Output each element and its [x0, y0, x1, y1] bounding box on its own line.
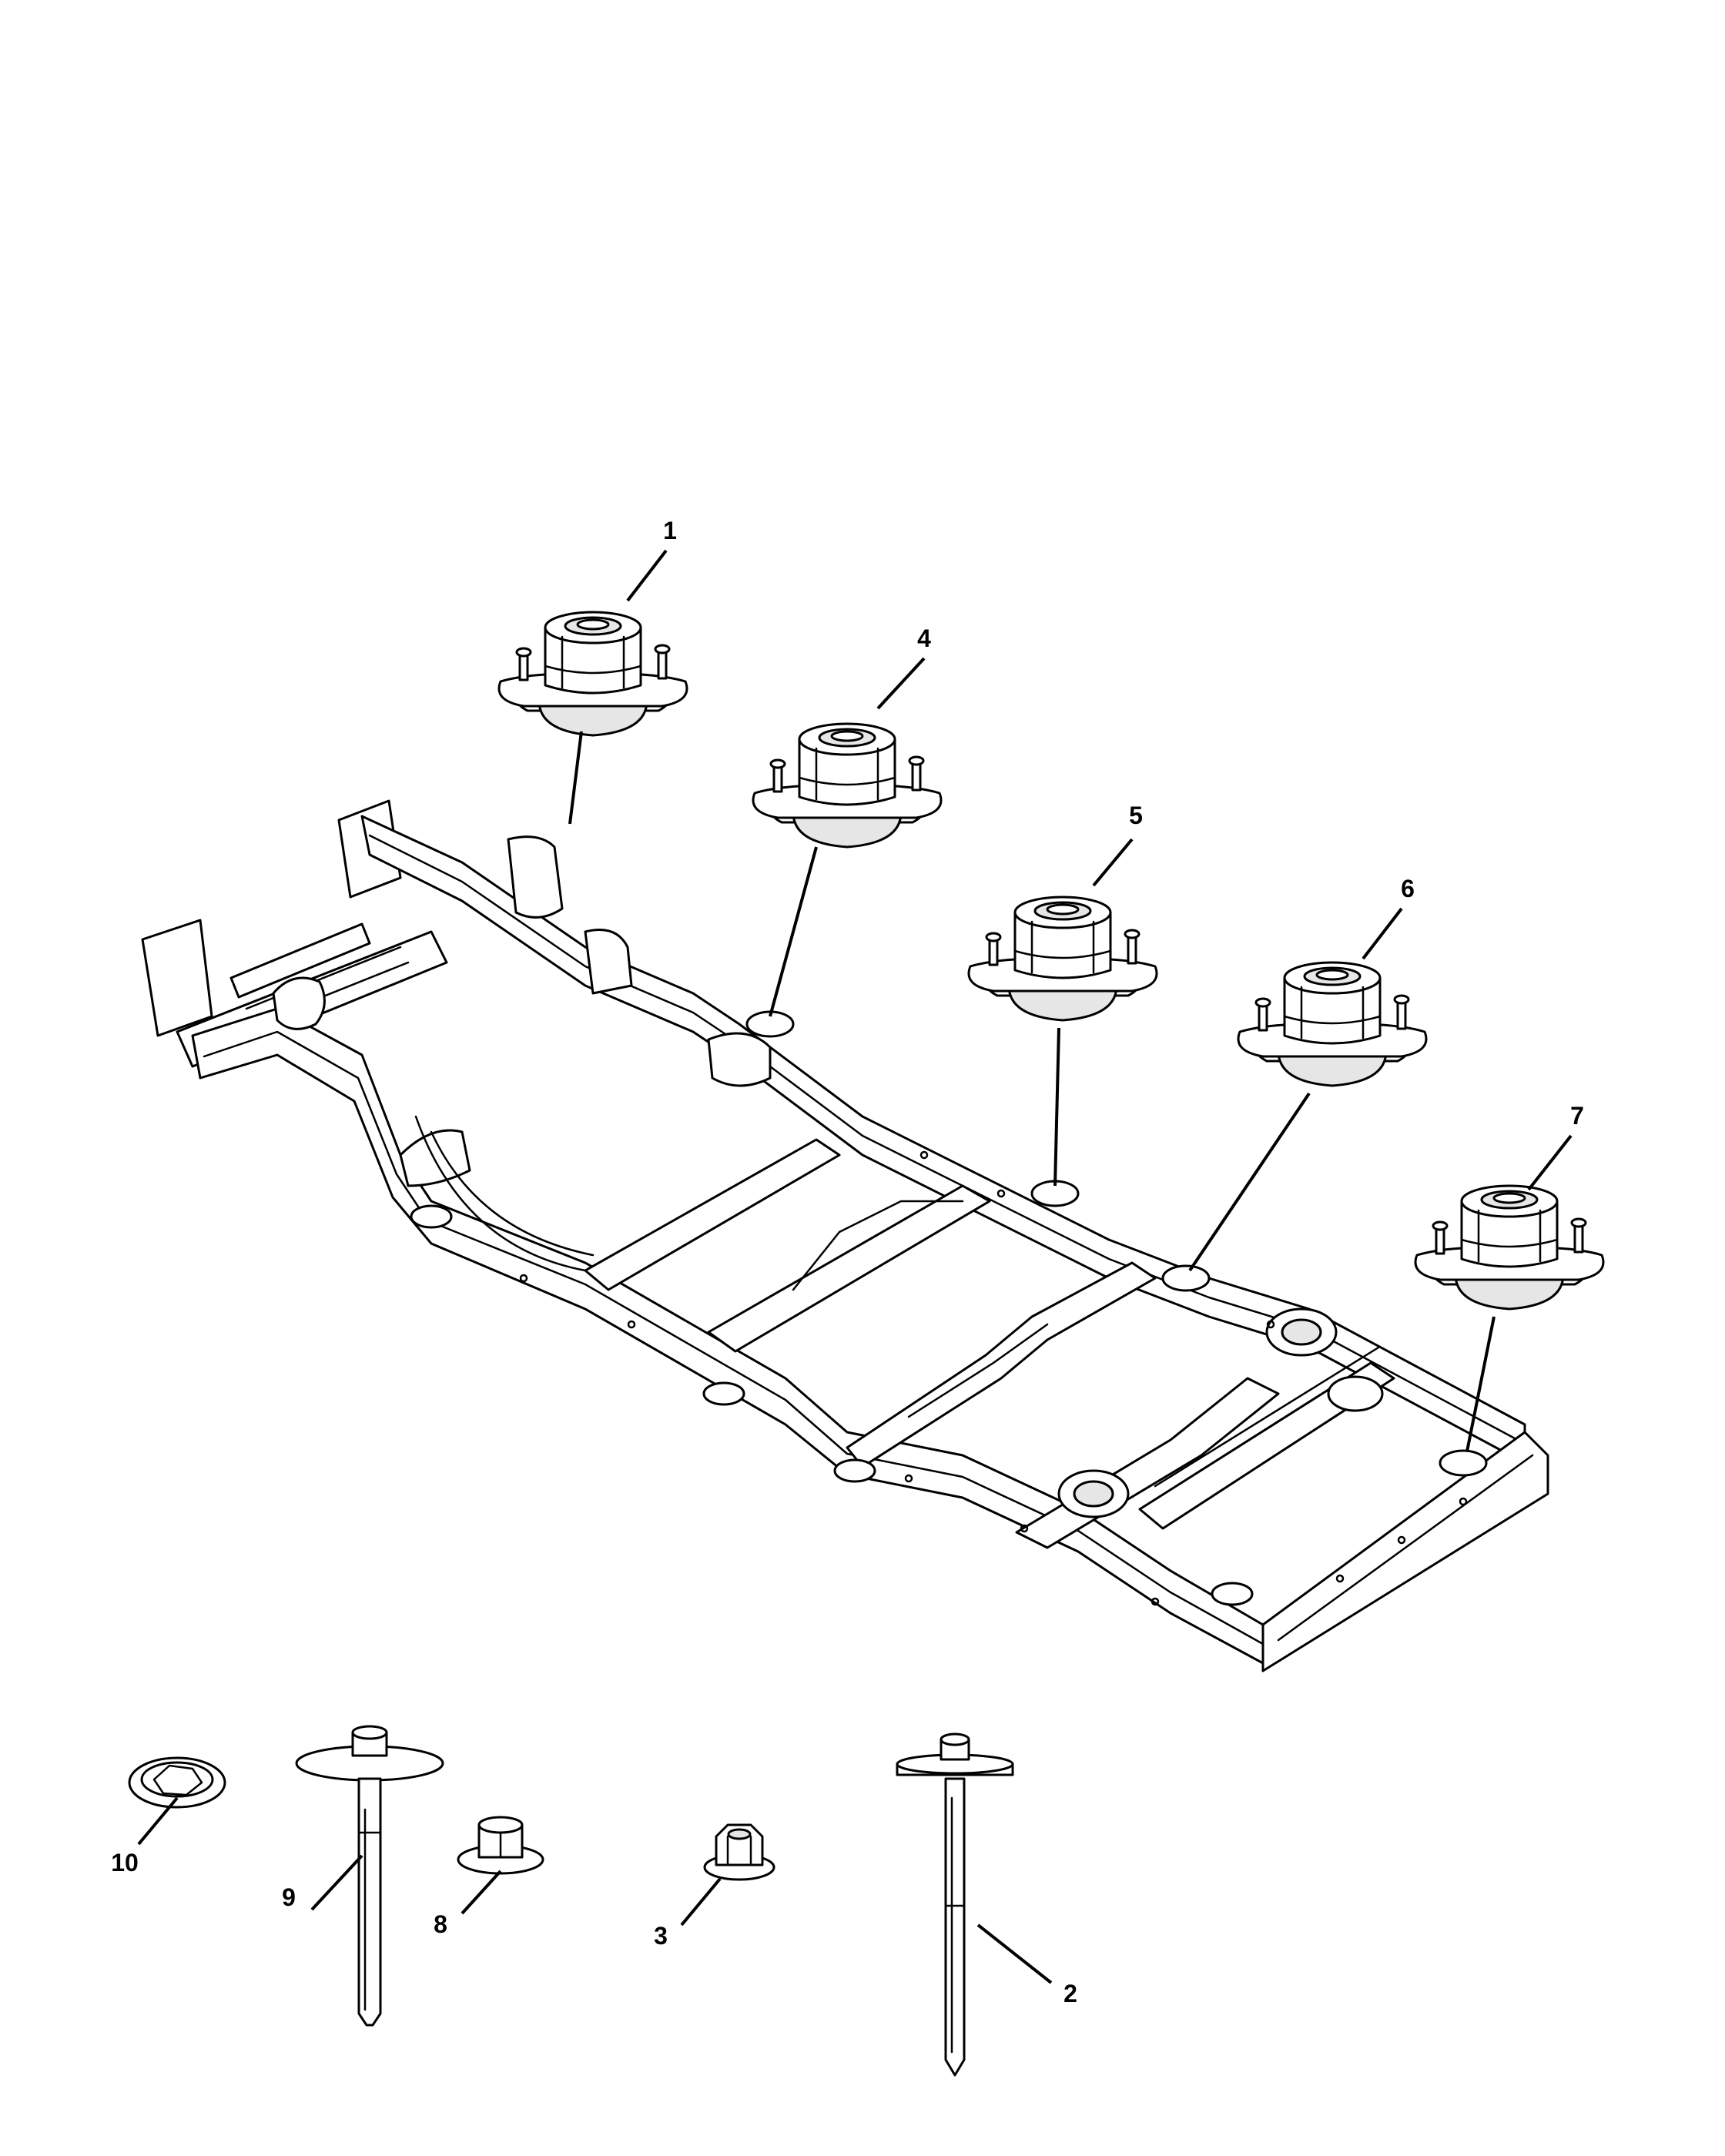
- callout-2: 2: [1063, 1980, 1077, 2007]
- long-bolt-part-2: [896, 1732, 1014, 2077]
- body-mount-7: [1414, 1184, 1605, 1311]
- callout-5: 5: [1129, 802, 1143, 829]
- frame-mount-pad-6: [1161, 1264, 1211, 1292]
- leader-8: [461, 1870, 502, 1915]
- body-mount-6: [1237, 961, 1428, 1087]
- hex-nut-part-3: [703, 1823, 775, 1881]
- bolt-washer-part-9: [295, 1725, 444, 2027]
- body-mount-5: [967, 896, 1158, 1022]
- callout-10: 10: [111, 1849, 139, 1876]
- vehicle-frame: [141, 799, 1549, 1672]
- mount-leader-lines: [568, 731, 1496, 1452]
- leader-9: [310, 1854, 363, 1911]
- callout-9: 9: [282, 1883, 296, 1911]
- callout-7: 7: [1570, 1102, 1584, 1130]
- callout-6: 6: [1401, 875, 1415, 902]
- leader-3: [680, 1877, 722, 1927]
- frame-mount-pad-7: [1439, 1449, 1488, 1477]
- callout-1: 1: [663, 517, 677, 544]
- leader-10: [137, 1796, 179, 1846]
- callout-4: 4: [917, 624, 931, 652]
- clip-nut-part-10: [128, 1756, 226, 1809]
- flange-nut-part-8: [457, 1816, 544, 1875]
- callout-leaders: [626, 549, 1573, 1191]
- callout-3: 3: [654, 1922, 668, 1950]
- body-mount-1: [497, 611, 688, 737]
- callout-8: 8: [434, 1910, 447, 1938]
- leader-2: [976, 1923, 1053, 1984]
- body-mount-4: [752, 722, 943, 849]
